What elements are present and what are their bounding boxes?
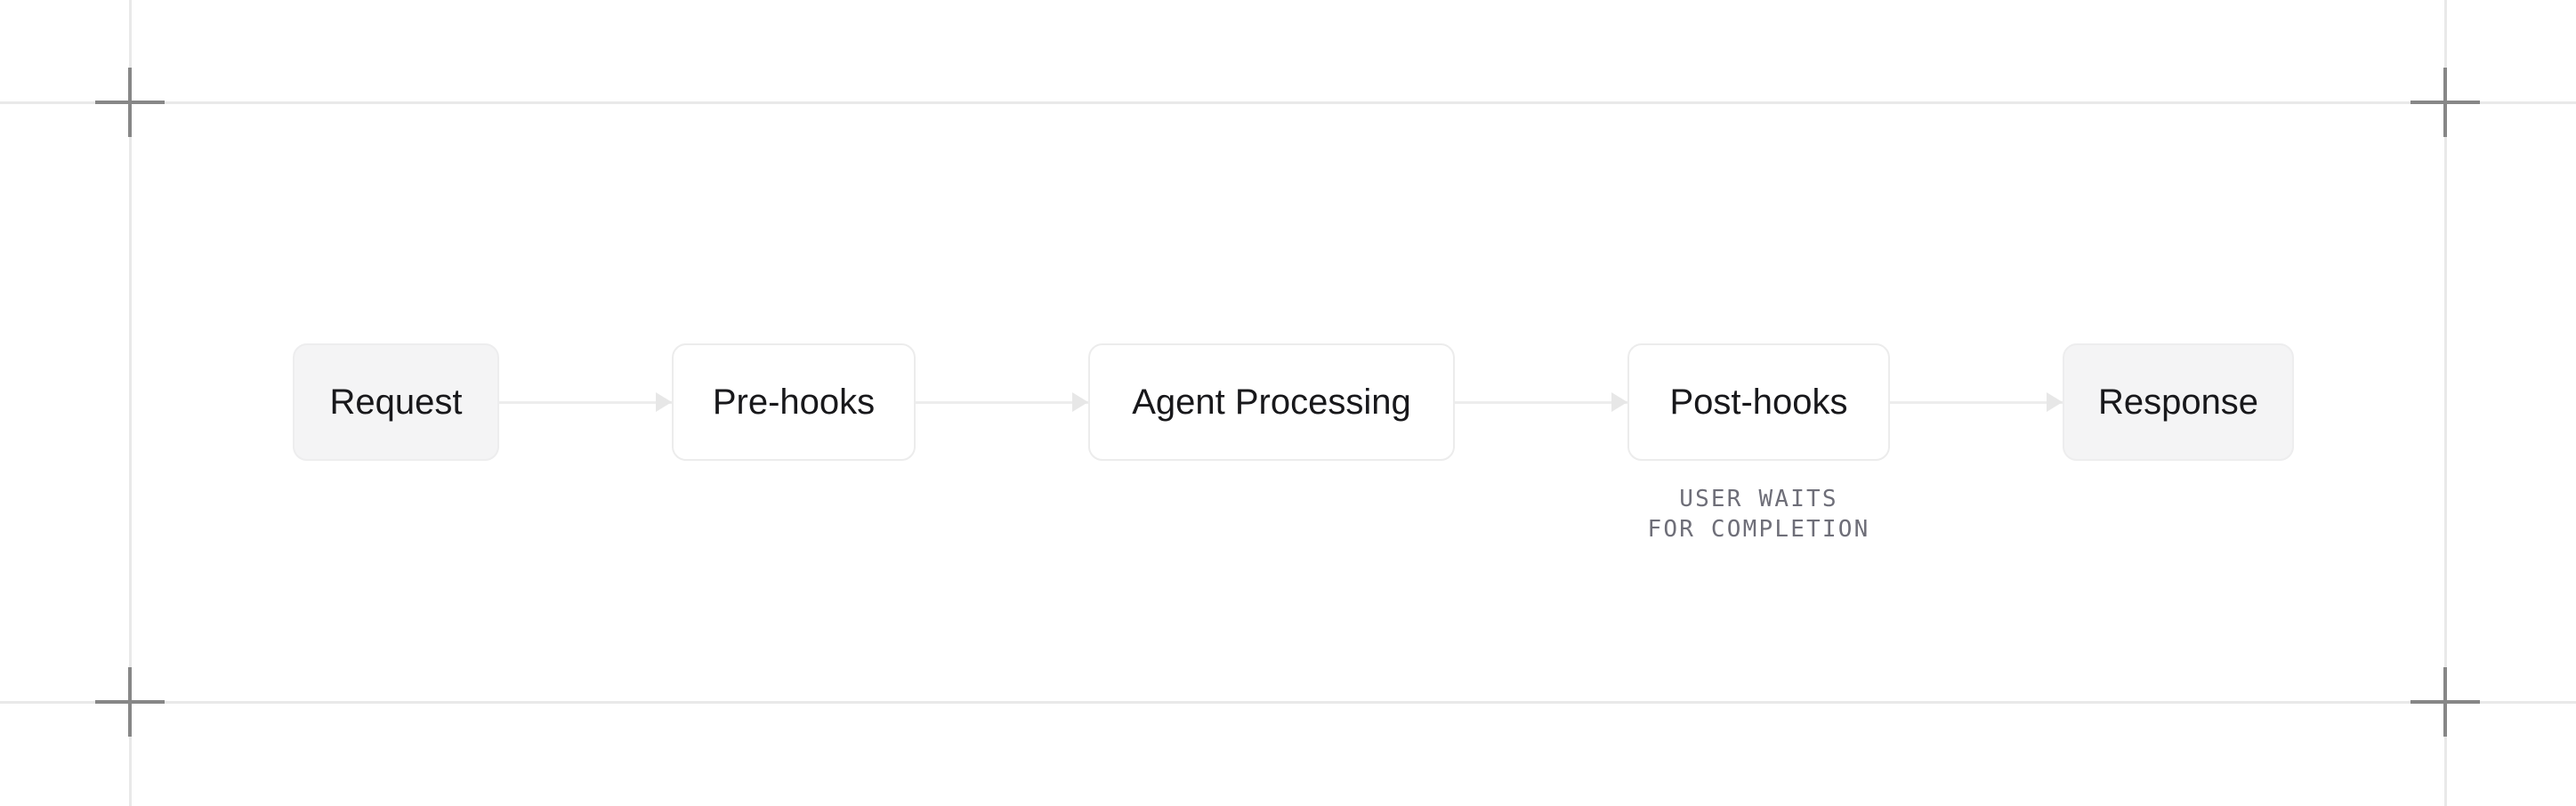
guide-line-horizontal-top: [0, 101, 2576, 104]
flow-node-agent-processing[interactable]: Agent Processing: [1088, 343, 1455, 484]
arrow-head-icon: [1072, 392, 1088, 412]
arrow-request-to-pre-hooks: [499, 343, 672, 461]
arrow-post-hooks-to-response: [1890, 343, 2063, 461]
node-box-pre-hooks[interactable]: Pre-hooks: [672, 343, 916, 461]
arrow-head-icon: [2047, 392, 2063, 412]
node-box-request[interactable]: Request: [293, 343, 499, 461]
crosshair-top-left: [95, 68, 165, 137]
node-label-pre-hooks: Pre-hooks: [712, 383, 876, 422]
pipeline-flow: Request Pre-hooks Agent Processing: [293, 343, 2294, 545]
node-caption-post-hooks: USER WAITS FOR COMPLETION: [1647, 486, 1870, 544]
arrow-agent-processing-to-post-hooks: [1455, 343, 1627, 461]
node-label-post-hooks: Post-hooks: [1669, 383, 1848, 422]
node-label-request: Request: [329, 383, 463, 422]
flow-node-request[interactable]: Request: [293, 343, 499, 484]
crosshair-bottom-left: [95, 667, 165, 737]
flow-node-response[interactable]: Response: [2063, 343, 2294, 484]
crosshair-bottom-right: [2410, 667, 2480, 737]
arrow-line: [499, 400, 672, 404]
node-box-response[interactable]: Response: [2063, 343, 2294, 461]
arrow-head-icon: [1611, 392, 1627, 412]
crosshair-top-right: [2410, 68, 2480, 137]
flow-node-post-hooks[interactable]: Post-hooks USER WAITS FOR COMPLETION: [1627, 343, 1890, 545]
guide-line-vertical-right: [2444, 0, 2447, 806]
node-label-response: Response: [2097, 383, 2259, 422]
guide-line-vertical-left: [129, 0, 132, 806]
guide-line-horizontal-bottom: [0, 701, 2576, 704]
arrow-line: [1890, 400, 2063, 404]
arrow-pre-hooks-to-agent-processing: [916, 343, 1088, 461]
node-box-post-hooks[interactable]: Post-hooks: [1627, 343, 1890, 461]
node-label-agent-processing: Agent Processing: [1132, 383, 1411, 422]
flow-node-pre-hooks[interactable]: Pre-hooks: [672, 343, 916, 484]
node-box-agent-processing[interactable]: Agent Processing: [1088, 343, 1455, 461]
arrow-line: [916, 400, 1088, 404]
arrow-head-icon: [656, 392, 672, 412]
arrow-line: [1455, 400, 1627, 404]
